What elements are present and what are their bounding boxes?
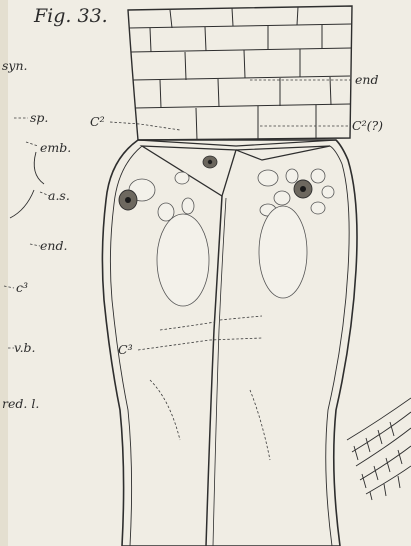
label-redl: red. l. (2, 396, 39, 411)
right-large-vacuole (259, 206, 307, 298)
label-as: a.s. (48, 188, 70, 203)
left-margin-strip (0, 0, 8, 546)
label-emb: emb. (40, 140, 71, 155)
right-nucleolus (300, 186, 306, 192)
apical-nucleolus (208, 160, 212, 164)
label-vb: v.b. (14, 340, 36, 355)
label-c2-left: C² (90, 114, 105, 129)
left-nucleolus (125, 197, 131, 203)
figure-title: Fig. 33. (33, 5, 108, 27)
label-c2-right: C²(?) (352, 118, 383, 133)
label-end-right: end (355, 72, 378, 87)
left-large-vacuole (157, 214, 209, 306)
label-end: end. (40, 238, 67, 253)
label-c3-inner: C³ (118, 342, 133, 357)
label-sp: sp. (30, 110, 48, 125)
label-c3-left: c³ (16, 280, 28, 295)
label-syn: syn. (2, 58, 28, 73)
